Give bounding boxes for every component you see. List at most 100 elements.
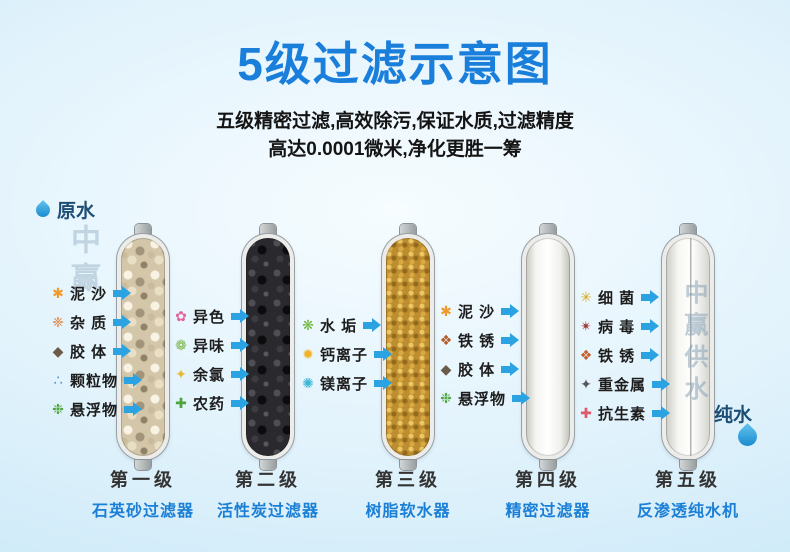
contaminant-label: 杂 质 [70, 314, 108, 332]
abnormal-color-icon: ✿ [175, 308, 187, 324]
connector-bottom [135, 460, 151, 470]
connector-top [400, 224, 416, 234]
contaminant-item: ✦ 余氯 [173, 364, 241, 384]
stage-level: 第二级 [235, 470, 301, 490]
odor-icon: ❁ [175, 337, 187, 353]
contaminant-label: 泥 沙 [70, 285, 108, 303]
calcium-ion-icon: ✹ [302, 346, 314, 362]
contaminant-label: 胶 体 [458, 361, 496, 379]
rust-icon: ❖ [579, 347, 593, 363]
contaminant-label: 镁离子 [320, 375, 369, 393]
pure-water-label: 纯水 [714, 400, 752, 427]
stage-level: 第五级 [655, 470, 721, 490]
flow-arrow-icon [641, 293, 651, 301]
stage-name: 活性炭过滤器 [216, 503, 319, 520]
contaminant-label: 悬浮物 [458, 390, 507, 408]
raw-water-text: 原水 [57, 201, 96, 222]
contaminant-label: 农药 [193, 395, 226, 413]
antibiotic-icon: ✚ [580, 405, 592, 421]
page-title: 5级过滤示意图 [237, 38, 553, 90]
contaminant-item: ✹ 钙离子 [300, 344, 384, 364]
contaminant-label: 悬浮物 [70, 401, 119, 419]
stage-name: 树脂软水器 [365, 503, 451, 520]
contaminant-label: 细 菌 [598, 289, 636, 307]
contaminant-item: ❋ 水 垢 [300, 315, 383, 335]
pure-water-text: 纯水 [714, 405, 753, 426]
contaminant-group-1: ✱ 泥 沙 ❈ 杂 质 ◆ 胶 体 ∴ 颗粒物 ❉ 悬浮物 [50, 283, 134, 419]
contaminant-label: 铁 锈 [458, 332, 496, 350]
contaminant-group-5: ✳ 细 菌 ✴ 病 毒 ❖ 铁 锈 ✦ 重金属 ✚ 抗生素 [578, 287, 662, 423]
stage-level: 第四级 [515, 470, 581, 490]
contaminant-item: ✴ 病 毒 [578, 316, 661, 336]
flow-arrow-icon [501, 365, 511, 373]
subtitle: 五级精密过滤,高效除污,保证水质,过滤精度 高达0.0001微米,净化更胜一筹 [0, 108, 790, 164]
stage-caption-3: 第三级 树脂软水器 [338, 466, 478, 521]
flow-arrow-icon [231, 399, 241, 407]
contaminant-item: ✿ 异色 [173, 306, 241, 326]
flow-arrow-icon [501, 336, 511, 344]
heavy-metal-icon: ✦ [580, 376, 592, 392]
stage-name: 石英砂过滤器 [91, 503, 194, 520]
flow-arrow-icon [113, 318, 123, 326]
flow-arrow-icon [231, 370, 241, 378]
connector-bottom [680, 460, 696, 470]
water-drop-icon [33, 199, 53, 220]
contaminant-item: ❈ 杂 质 [50, 312, 133, 332]
cartridge-body [522, 234, 574, 460]
flow-arrow-icon [231, 341, 241, 349]
contaminant-item: ✳ 细 菌 [578, 287, 661, 307]
stage-caption-1: 第一级 石英砂过滤器 [73, 466, 213, 521]
stage-level: 第三级 [375, 470, 441, 490]
connector-bottom [540, 460, 556, 470]
contaminant-item: ✦ 重金属 [578, 374, 662, 394]
connector-top [260, 224, 276, 234]
contaminant-item: ◆ 胶 体 [438, 359, 521, 379]
flow-arrow-icon [231, 312, 241, 320]
flow-arrow-icon [124, 376, 134, 384]
silt-icon: ✱ [440, 303, 452, 319]
magnesium-ion-icon: ✺ [302, 375, 314, 391]
activated-carbon-media [246, 238, 290, 456]
flow-arrow-icon [374, 350, 384, 358]
flow-arrow-icon [641, 351, 651, 359]
connector-top [135, 224, 151, 234]
flow-arrow-icon [652, 409, 662, 417]
flow-arrow-icon [363, 321, 373, 329]
stage-caption-4: 第四级 精密过滤器 [478, 466, 618, 521]
stage-level: 第一级 [110, 470, 176, 490]
flow-arrow-icon [512, 394, 522, 402]
contaminant-label: 异色 [193, 308, 226, 326]
contaminant-item: ❉ 悬浮物 [50, 399, 134, 419]
connector-top [540, 224, 556, 234]
contaminant-label: 异味 [193, 337, 226, 355]
subtitle-line-2: 高达0.0001微米,净化更胜一筹 [268, 139, 522, 160]
contaminant-item: ✱ 泥 沙 [50, 283, 133, 303]
colloid-icon: ◆ [440, 361, 452, 377]
connector-top [680, 224, 696, 234]
raw-water-label: 原水 [33, 196, 96, 223]
cartridge-body [662, 234, 714, 460]
rust-icon: ❖ [439, 332, 453, 348]
contaminant-item: ◆ 胶 体 [50, 341, 133, 361]
contaminant-item: ❉ 悬浮物 [438, 388, 522, 408]
pesticide-icon: ✚ [175, 395, 187, 411]
flow-arrow-icon [501, 307, 511, 315]
contaminant-label: 胶 体 [70, 343, 108, 361]
contaminant-item: ✚ 农药 [173, 393, 241, 413]
impurity-icon: ❈ [52, 314, 64, 330]
flow-arrow-icon [652, 380, 662, 388]
contaminant-group-4: ✱ 泥 沙 ❖ 铁 锈 ◆ 胶 体 ❉ 悬浮物 [438, 301, 522, 408]
contaminant-item: ∴ 颗粒物 [50, 370, 134, 390]
filter-cartridge-5 [662, 224, 714, 470]
contaminant-label: 泥 沙 [458, 303, 496, 321]
pp-cotton-media [526, 238, 570, 456]
contaminant-item: ✱ 泥 沙 [438, 301, 521, 321]
contaminant-label: 钙离子 [320, 346, 369, 364]
filter-cartridge-2 [242, 224, 294, 470]
particles-icon: ∴ [53, 372, 63, 388]
silt-icon: ✱ [52, 285, 64, 301]
bacteria-icon: ✳ [580, 289, 592, 305]
stage-caption-2: 第二级 活性炭过滤器 [198, 466, 338, 521]
scale-icon: ❋ [302, 317, 314, 333]
